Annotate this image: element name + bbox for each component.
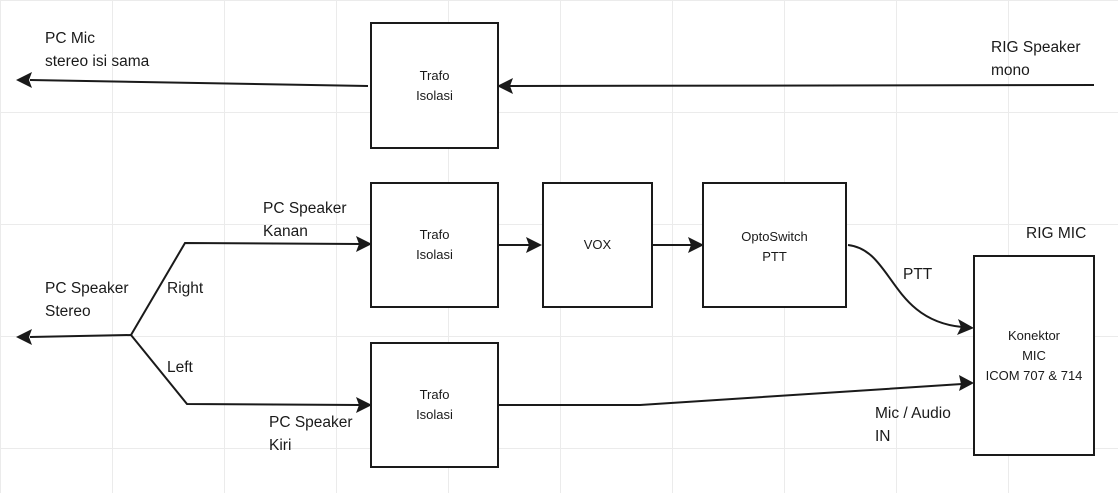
connector-fork-right	[130, 241, 361, 336]
label-line: Mic / Audio	[875, 405, 951, 422]
label-line: stereo isi sama	[45, 53, 150, 70]
right-channel-label: Right	[167, 280, 204, 297]
label-line: mono	[991, 62, 1030, 79]
pc-speaker-stereo-label: PC Speaker Stereo	[45, 277, 129, 323]
label-line: PC Mic	[45, 30, 95, 47]
konektor-mic-block: Konektor MIC ICOM 707 & 714	[973, 255, 1095, 456]
left-channel-label: Left	[167, 359, 193, 376]
block-text: Trafo	[419, 387, 450, 402]
arrowhead-pc-speaker-stereo	[16, 329, 32, 345]
block-text: Konektor	[1007, 327, 1061, 343]
pc-speaker-kanan-label: PC Speaker Kanan	[263, 197, 347, 243]
mic-audio-in-label: Mic / Audio IN	[875, 402, 951, 448]
connector-mic-audio-in	[499, 383, 963, 406]
trafo-isolasi-top-block: Trafo Isolasi	[370, 22, 499, 149]
arrowhead-konektor-mic	[959, 375, 974, 391]
block-text: Trafo	[419, 227, 450, 242]
connector-trafo-to-pc-mic	[29, 79, 369, 87]
connector-pc-speaker-stereo	[29, 334, 132, 338]
optoswitch-ptt-block: OptoSwitch PTT	[702, 182, 847, 308]
vox-block: VOX	[542, 182, 653, 308]
block-text: Isolasi	[416, 407, 453, 422]
label-line: PC Speaker	[45, 280, 129, 297]
connector-ptt	[847, 244, 963, 328]
block-text: Isolasi	[416, 87, 453, 103]
pc-mic-label: PC Mic stereo isi sama	[45, 27, 149, 73]
connector-rig-speaker-to-trafo	[509, 84, 1095, 87]
pc-speaker-kiri-label: PC Speaker Kiri	[269, 411, 353, 457]
label-line: Kanan	[263, 223, 308, 240]
block-text: Trafo	[419, 67, 450, 83]
arrowhead-vox	[526, 237, 542, 253]
block-text: MIC	[1022, 347, 1046, 363]
block-text: ICOM 707 & 714	[985, 367, 1083, 383]
rig-speaker-label: RIG Speaker mono	[991, 36, 1081, 82]
arrowhead-trafo-top	[497, 78, 513, 94]
label-line: Kiri	[269, 437, 292, 454]
trafo-isolasi-mid-block: Trafo Isolasi	[370, 182, 499, 308]
arrowhead-pc-mic	[16, 72, 32, 88]
arrowhead-trafo-bottom	[356, 397, 372, 413]
block-text: PTT	[762, 249, 787, 264]
arrowhead-optoswitch	[688, 237, 704, 253]
label-line: RIG Speaker	[991, 39, 1081, 56]
block-text: VOX	[583, 237, 612, 252]
label-line: Stereo	[45, 303, 91, 320]
block-text: Isolasi	[416, 247, 453, 262]
arrowhead-konektor-ptt	[957, 319, 974, 335]
trafo-isolasi-bottom-block: Trafo Isolasi	[370, 342, 499, 468]
label-line: PC Speaker	[269, 414, 353, 431]
label-line: PC Speaker	[263, 200, 347, 217]
arrowhead-trafo-mid	[356, 236, 372, 252]
block-text: OptoSwitch	[741, 229, 808, 244]
ptt-label: PTT	[903, 266, 933, 283]
label-line: IN	[875, 428, 891, 445]
rig-mic-label: RIG MIC	[1026, 225, 1087, 242]
connector-fork-left	[130, 334, 361, 406]
